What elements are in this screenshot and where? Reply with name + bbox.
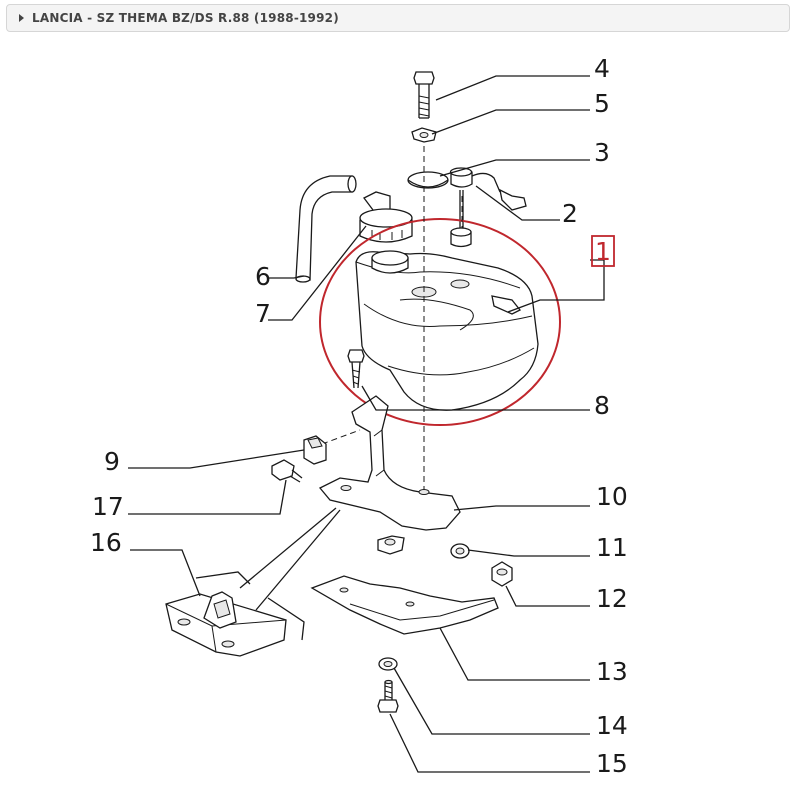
- part-2-sensor[interactable]: [449, 167, 527, 248]
- callout-4[interactable]: 4: [594, 54, 610, 83]
- part-1-tank[interactable]: [355, 250, 539, 411]
- callout-2[interactable]: 2: [562, 199, 578, 228]
- leader-lines: [128, 75, 605, 773]
- callout-13[interactable]: 13: [596, 657, 628, 686]
- assembly-axis-3: [321, 429, 361, 445]
- part-11-washer[interactable]: [450, 543, 470, 559]
- callout-7[interactable]: 7: [255, 299, 271, 328]
- part-15-bolt[interactable]: [377, 679, 399, 713]
- highlight-circle: [319, 218, 561, 426]
- part-12-nut[interactable]: [491, 561, 513, 587]
- part-4-bolt[interactable]: [413, 71, 435, 119]
- part-8-screw[interactable]: [347, 349, 365, 389]
- model-title: LANCIA - SZ THEMA BZ/DS R.88 (1988-1992): [32, 11, 339, 25]
- part-16-block[interactable]: [165, 591, 287, 657]
- callout-1[interactable]: 1: [595, 237, 611, 266]
- callout-10[interactable]: 10: [596, 482, 628, 511]
- part-10-bracket[interactable]: [318, 395, 461, 555]
- part-6-hose[interactable]: [295, 175, 357, 283]
- callout-6[interactable]: 6: [255, 262, 271, 291]
- part-13-plate[interactable]: [310, 575, 499, 635]
- part-9-mount[interactable]: [303, 435, 327, 465]
- callout-11[interactable]: 11: [596, 533, 628, 562]
- callout-5[interactable]: 5: [594, 89, 610, 118]
- callout-12[interactable]: 12: [596, 584, 628, 613]
- part-14-washer[interactable]: [378, 657, 398, 671]
- guide-line: [195, 571, 251, 585]
- triangle-right-icon: [19, 14, 24, 22]
- model-header[interactable]: LANCIA - SZ THEMA BZ/DS R.88 (1988-1992): [6, 4, 790, 32]
- callout-17[interactable]: 17: [92, 492, 124, 521]
- callout-9[interactable]: 9: [104, 447, 120, 476]
- part-3-seal[interactable]: [407, 171, 449, 189]
- part-5-clip[interactable]: [411, 127, 437, 143]
- part-7-cap[interactable]: [359, 191, 413, 243]
- callout-3[interactable]: 3: [594, 138, 610, 167]
- guide-line-2: [267, 597, 305, 641]
- part-17-fastener[interactable]: [271, 459, 303, 483]
- highlight-box: [591, 235, 615, 267]
- callout-8[interactable]: 8: [594, 391, 610, 420]
- callout-14[interactable]: 14: [596, 711, 628, 740]
- callout-16[interactable]: 16: [90, 528, 122, 557]
- callout-15[interactable]: 15: [596, 749, 628, 778]
